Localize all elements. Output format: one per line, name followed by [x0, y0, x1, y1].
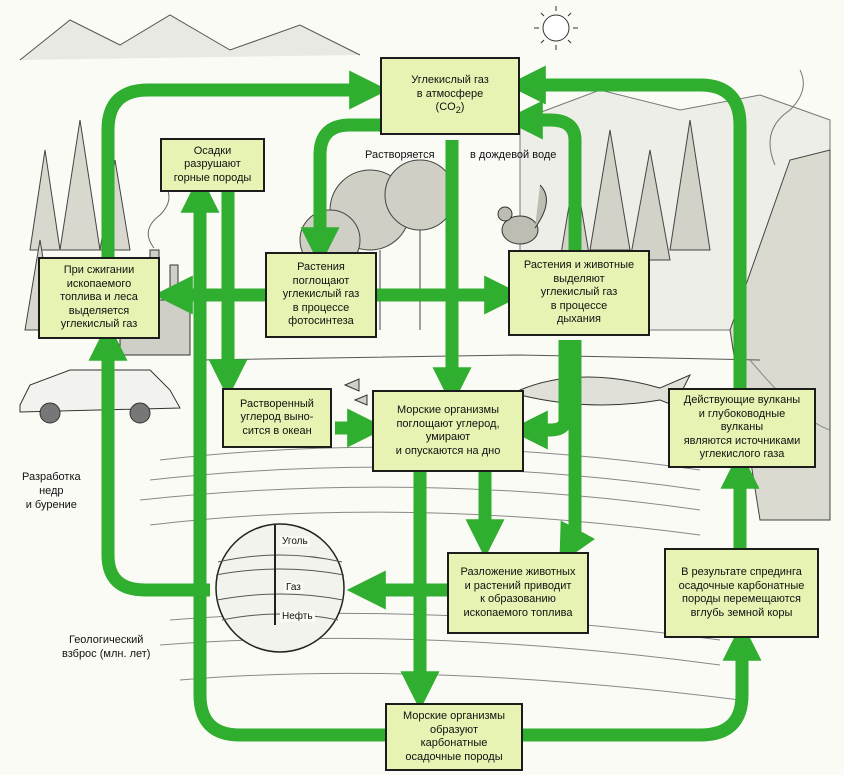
label-gas: Газ — [284, 582, 303, 593]
water-surface — [199, 354, 761, 361]
box-volcanoes: Действующие вулканы и глубоководные вулк… — [668, 388, 816, 468]
label-rain-water: в дождевой воде — [470, 149, 557, 161]
arrow-co2-to-photosynthesis — [300, 118, 380, 267]
car-illustration — [19, 369, 181, 424]
arrow-respiration-to-marine — [508, 340, 572, 450]
label-mining: Разработка недр и бурение — [22, 471, 81, 511]
co2-atmosphere-text: Углекислый газ в атмосфере (CO — [411, 74, 489, 114]
box-combustion: При сжигании ископаемого топлива и леса … — [38, 257, 160, 339]
label-geologic: Геологический взброс (млн. лет) — [62, 634, 151, 660]
box-spreading: В результате спрединга осадочные карбона… — [664, 548, 819, 638]
box-marine-organisms: Морские организмы поглощают углерод, уми… — [372, 390, 524, 472]
carbon-flow-arrows — [88, 65, 762, 742]
box-respiration: Растения и животные выделяют углекислый … — [508, 250, 650, 336]
box-sediments: Морские организмы образуют карбонатные о… — [385, 703, 523, 771]
arrow-sediments-to-precipitation — [180, 173, 385, 742]
arrow-circle-to-combustion — [88, 321, 210, 597]
label-oil: Нефть — [280, 611, 315, 622]
label-dissolves: Растворяется — [365, 149, 435, 161]
co2-close-paren: ) — [460, 101, 465, 114]
box-photosynthesis: Растения поглощают углекислый газ в проц… — [265, 252, 377, 338]
arrow-combustion-to-co2 — [101, 70, 389, 260]
squirrel-illustration — [497, 184, 547, 245]
box-co2-atmosphere: Углекислый газ в атмосфере (CO2) — [380, 57, 520, 135]
rock-strata — [139, 359, 831, 701]
label-coal: Уголь — [280, 536, 310, 547]
fish-illustration — [343, 378, 368, 406]
arrow-volcano-to-co2 — [506, 65, 747, 390]
box-dissolved-carbon: Растворенный углерод выно- сится в океан — [222, 388, 332, 448]
arrow-respiration-to-decomposition — [559, 340, 596, 565]
sun-icon — [534, 6, 578, 50]
box-precipitation: Осадки разрушают горные породы — [160, 138, 265, 192]
shark-illustration — [519, 373, 692, 414]
arrow-respiration-to-co2 — [503, 100, 582, 250]
mountains — [19, 14, 361, 61]
box-decomposition: Разложение животных и растений приводит … — [447, 552, 589, 634]
arrow-sediments-to-spreading — [520, 621, 762, 742]
co2-subscript: 2 — [455, 105, 461, 116]
